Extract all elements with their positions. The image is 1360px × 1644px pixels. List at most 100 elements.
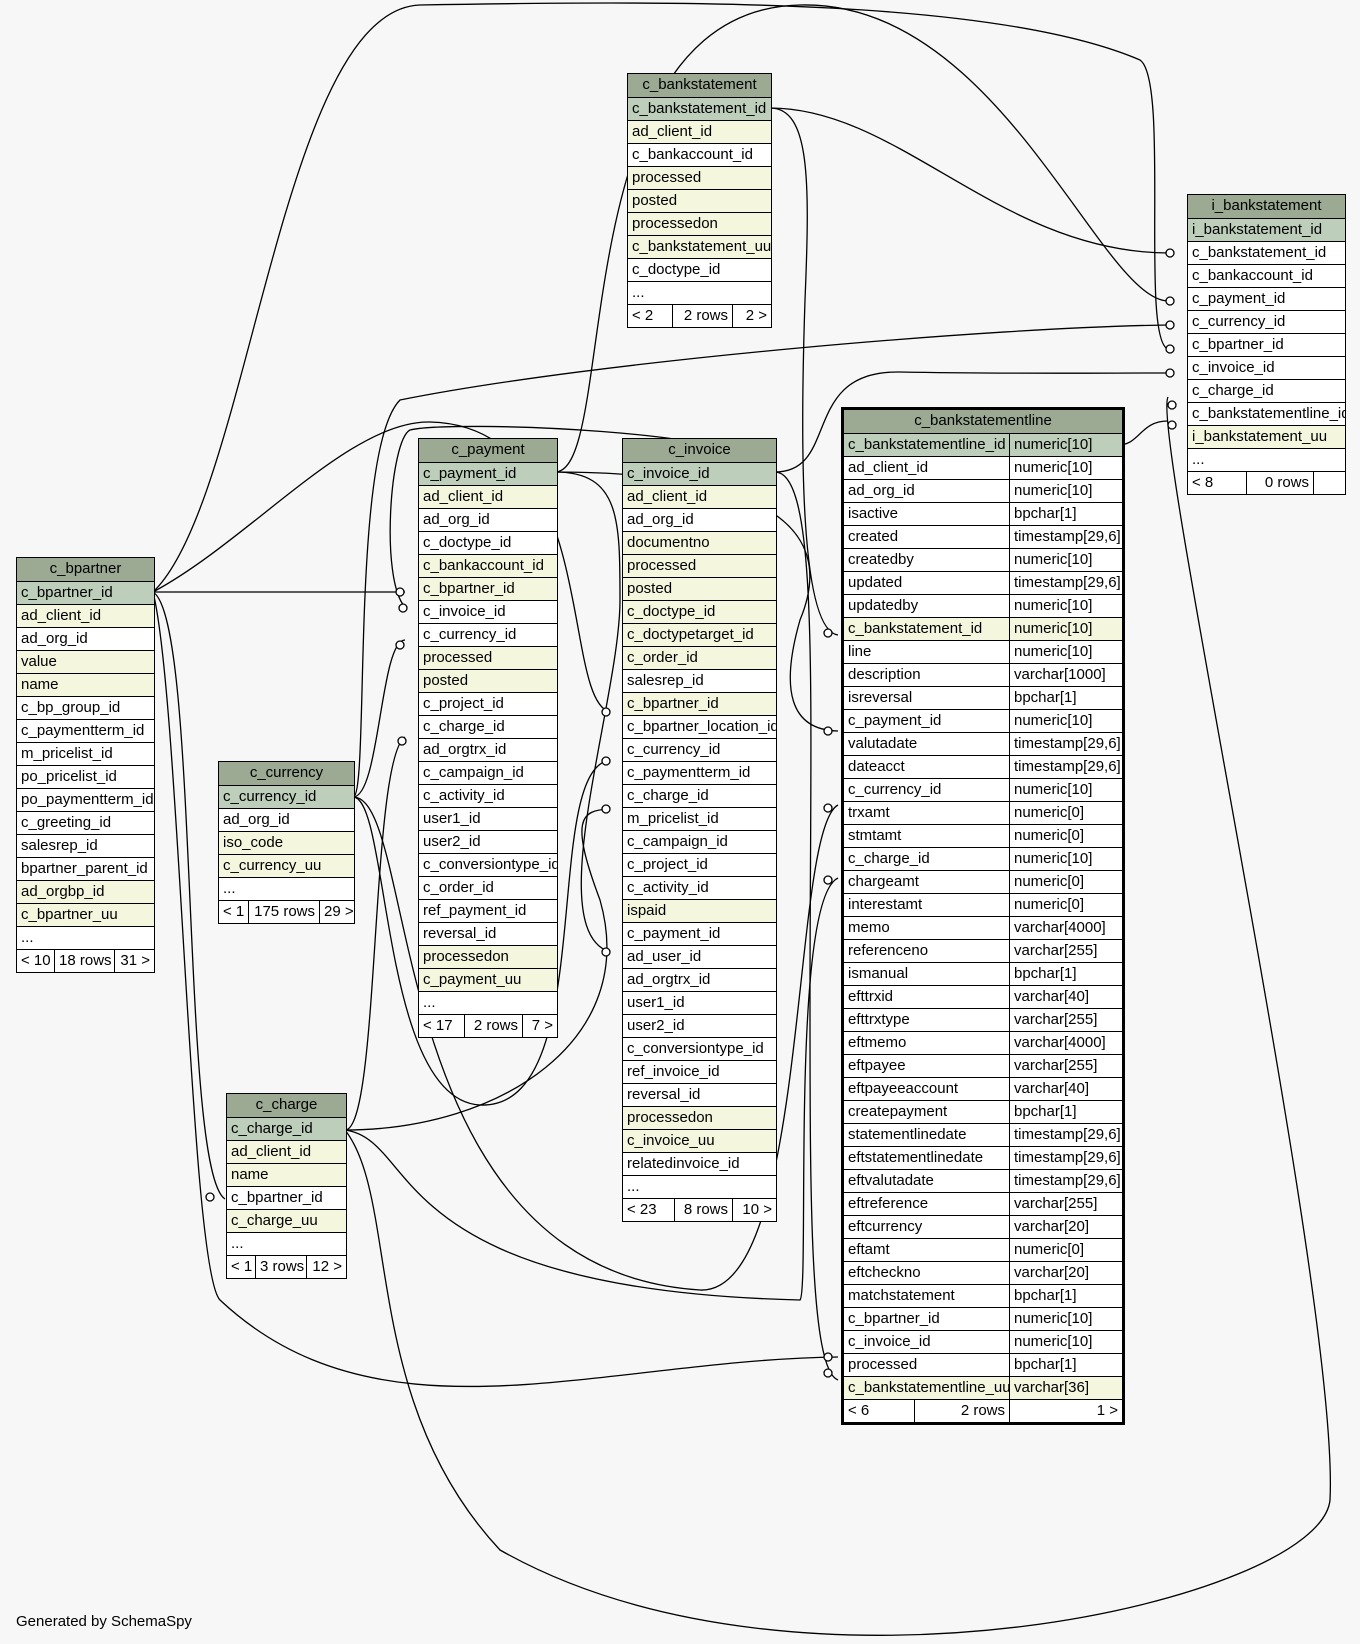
- column-row[interactable]: c_invoice_uu: [623, 1129, 776, 1152]
- column-row[interactable]: processedon: [623, 1106, 776, 1129]
- table-title[interactable]: c_bankstatementline: [844, 410, 1122, 433]
- column-row[interactable]: c_currency_id: [1188, 310, 1345, 333]
- column-row[interactable]: bpartner_parent_id: [17, 857, 154, 880]
- column-row[interactable]: processed: [419, 646, 557, 669]
- column-row[interactable]: c_activity_id: [623, 876, 776, 899]
- column-row[interactable]: ad_orgtrx_id: [623, 968, 776, 991]
- column-row[interactable]: c_currency_id: [419, 623, 557, 646]
- column-row[interactable]: po_pricelist_id: [17, 765, 154, 788]
- column-row[interactable]: c_bankstatement_id: [628, 97, 771, 120]
- column-row[interactable]: c_order_id: [419, 876, 557, 899]
- column-row[interactable]: ...: [227, 1232, 346, 1255]
- column-row[interactable]: user1_id: [623, 991, 776, 1014]
- column-row[interactable]: c_payment_id: [623, 922, 776, 945]
- column-row[interactable]: posted: [628, 189, 771, 212]
- column-row[interactable]: i_bankstatement_uu: [1188, 425, 1345, 448]
- column-row[interactable]: c_charge_id: [419, 715, 557, 738]
- column-row[interactable]: ...: [419, 991, 557, 1014]
- table-title[interactable]: c_payment: [419, 439, 557, 462]
- column-row[interactable]: c_doctype_id: [623, 600, 776, 623]
- column-row[interactable]: c_campaign_id: [419, 761, 557, 784]
- column-row[interactable]: iso_code: [219, 831, 354, 854]
- column-row[interactable]: i_bankstatement_id: [1188, 218, 1345, 241]
- column-row[interactable]: processedon: [419, 945, 557, 968]
- column-row[interactable]: ad_org_id: [623, 508, 776, 531]
- column-row[interactable]: c_bpartner_id: [419, 577, 557, 600]
- column-row[interactable]: c_bankaccount_id: [419, 554, 557, 577]
- table-title[interactable]: c_bankstatement: [628, 74, 771, 97]
- column-row[interactable]: c_paymentterm_id: [17, 719, 154, 742]
- column-row[interactable]: c_activity_id: [419, 784, 557, 807]
- column-row[interactable]: c_order_id: [623, 646, 776, 669]
- column-row[interactable]: ad_org_id: [17, 627, 154, 650]
- column-row[interactable]: reversal_id: [419, 922, 557, 945]
- column-row[interactable]: c_currency_uu: [219, 854, 354, 877]
- column-row[interactable]: ad_client_id: [17, 604, 154, 627]
- column-row[interactable]: ad_client_id: [628, 120, 771, 143]
- column-row[interactable]: ad_org_id: [219, 808, 354, 831]
- column-row[interactable]: name: [17, 673, 154, 696]
- column-row[interactable]: value: [17, 650, 154, 673]
- column-row[interactable]: c_bpartner_id: [623, 692, 776, 715]
- column-row[interactable]: c_payment_uu: [419, 968, 557, 991]
- column-row[interactable]: c_conversiontype_id: [623, 1037, 776, 1060]
- column-row[interactable]: relatedinvoice_id: [623, 1152, 776, 1175]
- column-row[interactable]: posted: [623, 577, 776, 600]
- column-row[interactable]: c_invoice_id: [623, 462, 776, 485]
- column-row[interactable]: name: [227, 1163, 346, 1186]
- column-row[interactable]: m_pricelist_id: [623, 807, 776, 830]
- column-row[interactable]: c_invoice_id: [1188, 356, 1345, 379]
- column-row[interactable]: documentno: [623, 531, 776, 554]
- table-title[interactable]: c_currency: [219, 762, 354, 785]
- column-row[interactable]: c_project_id: [623, 853, 776, 876]
- column-row[interactable]: posted: [419, 669, 557, 692]
- column-row[interactable]: c_charge_id: [623, 784, 776, 807]
- column-row[interactable]: c_bpartner_id: [17, 581, 154, 604]
- column-row[interactable]: ad_orgtrx_id: [419, 738, 557, 761]
- column-row[interactable]: c_payment_id: [419, 462, 557, 485]
- column-row[interactable]: processed: [623, 554, 776, 577]
- column-row[interactable]: c_paymentterm_id: [623, 761, 776, 784]
- column-row[interactable]: c_currency_id: [623, 738, 776, 761]
- column-row[interactable]: ad_client_id: [623, 485, 776, 508]
- column-row[interactable]: ad_client_id: [419, 485, 557, 508]
- column-row[interactable]: c_payment_id: [1188, 287, 1345, 310]
- column-row[interactable]: c_currency_id: [219, 785, 354, 808]
- column-row[interactable]: c_conversiontype_id: [419, 853, 557, 876]
- column-row[interactable]: po_paymentterm_id: [17, 788, 154, 811]
- column-row[interactable]: c_bankaccount_id: [628, 143, 771, 166]
